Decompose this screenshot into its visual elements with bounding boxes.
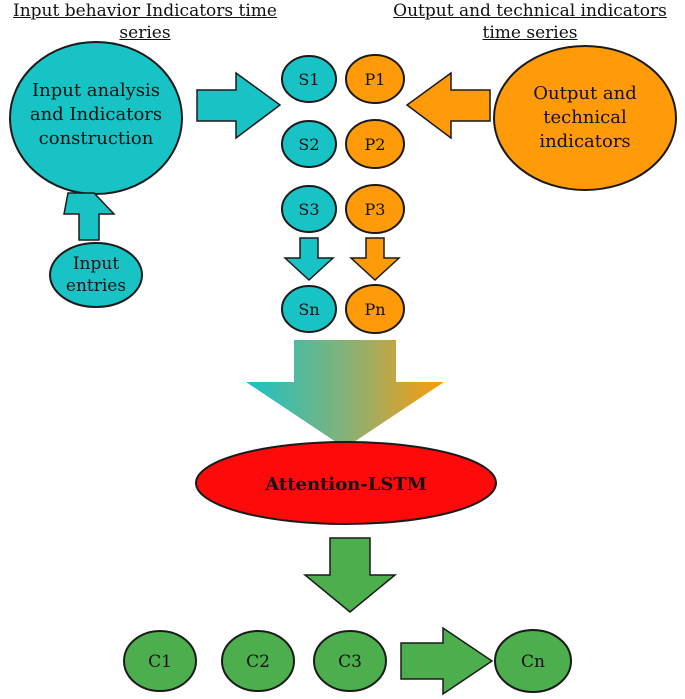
c-node-1-label: C1 [148,652,172,672]
s-node-1: S1 [281,55,337,103]
s-node-2-label: S2 [298,135,319,154]
output-indicators-line2: technical [543,107,627,128]
p-node-2: P2 [345,119,405,169]
input-analysis-line3: construction [39,128,154,149]
c-node-1: C1 [123,630,197,692]
p-node-3-label: P3 [365,200,386,219]
teal-right-arrow [196,71,282,140]
c-node-3: C3 [313,630,387,692]
orange-left-arrow [405,71,491,140]
input-analysis-node: Input analysis and Indicators constructi… [9,41,183,195]
c-node-2: C2 [221,630,295,692]
left-header-line1: Input behavior Indicators time [13,1,277,21]
p-node-1: P1 [345,54,405,104]
input-entries-line1: Input [73,254,119,274]
c-node-n: Cn [494,629,572,693]
teal-up-arrow [63,192,116,241]
s-node-1-label: S1 [298,70,319,89]
left-header-line2: series [119,23,171,43]
p-node-n-label: Pn [364,300,385,319]
green-right-arrow [400,626,494,696]
s-node-3-label: S3 [298,200,319,219]
output-indicators-line3: indicators [539,131,630,152]
green-down-arrow [302,537,398,613]
output-indicators-line1: Output and [533,83,637,104]
input-analysis-line1: Input analysis [32,80,160,101]
s-node-3: S3 [281,185,337,233]
attention-lstm-label: Attention-LSTM [264,474,427,495]
left-header: Input behavior Indicators time series [0,0,290,44]
s-node-n-label: Sn [298,300,319,319]
p-node-1-label: P1 [365,70,386,89]
merge-down-arrow [246,340,444,448]
c-node-2-label: C2 [246,652,270,672]
right-header-line2: time series [482,23,578,43]
c-node-3-label: C3 [338,652,362,672]
s-node-n: Sn [281,285,337,333]
right-header: Output and technical indicators time ser… [380,0,680,44]
c-node-n-label: Cn [521,652,545,672]
input-analysis-line2: and Indicators [30,104,162,125]
output-indicators-node: Output and technical indicators [493,45,677,191]
orange-down-arrow [349,237,401,282]
p-node-2-label: P2 [365,135,386,154]
p-node-3: P3 [345,184,405,234]
right-header-line1: Output and technical indicators [393,1,667,21]
attention-lstm-node: Attention-LSTM [195,441,497,525]
teal-down-arrow [283,237,335,282]
s-node-2: S2 [281,120,337,168]
input-entries-line2: entries [66,276,126,296]
input-entries-node: Input entries [49,242,143,308]
p-node-n: Pn [345,284,405,334]
